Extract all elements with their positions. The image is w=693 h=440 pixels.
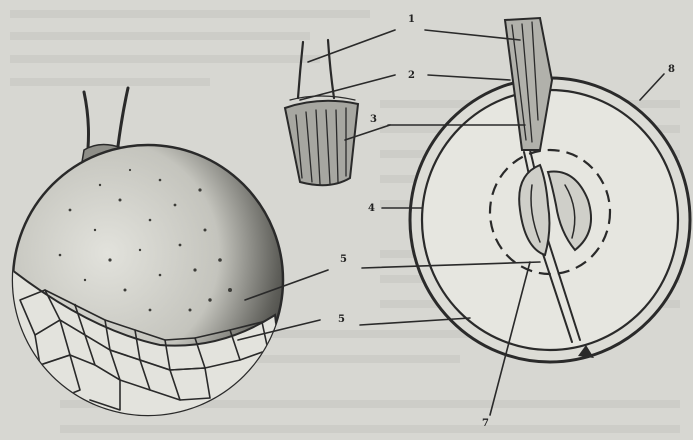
stalk-detail-base — [285, 101, 358, 185]
callout-5-lower: 5 — [338, 314, 345, 325]
callout-8: 8 — [668, 64, 675, 75]
fruit-cross-section — [410, 18, 690, 362]
callout-1: 1 — [408, 14, 415, 25]
whole-fruit-stalk — [84, 88, 128, 148]
callout-2: 2 — [408, 70, 415, 81]
whole-fruit — [0, 88, 290, 440]
stalk-detail-outline — [298, 40, 334, 98]
callout-3: 3 — [370, 114, 377, 125]
callout-5-upper: 5 — [340, 254, 347, 265]
callout-7: 7 — [482, 418, 489, 429]
callout-4: 4 — [368, 203, 375, 214]
